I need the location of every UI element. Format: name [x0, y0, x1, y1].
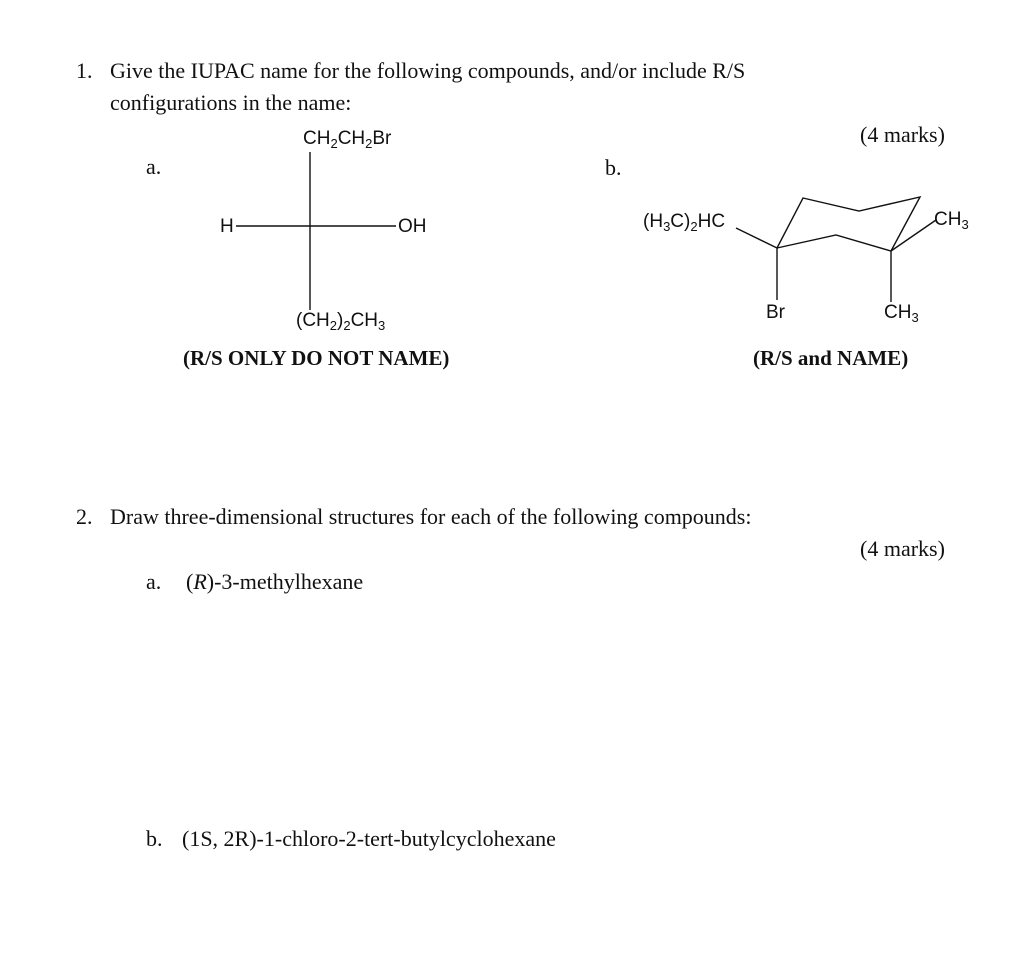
fischer-bottom-group: (CH2)2CH3 [296, 310, 386, 333]
q2b-label: b. [146, 826, 163, 851]
q1b-caption: (R/S and NAME) [753, 346, 909, 370]
fischer-right-group: OH [398, 216, 427, 237]
chair-bromo: Br [766, 302, 785, 323]
question-1-text-line2: configurations in the name: [110, 90, 352, 115]
q1a-label: a. [146, 154, 162, 179]
question-1-text-line1: Give the IUPAC name for the following co… [110, 58, 746, 83]
question-1-marks: (4 marks) [860, 122, 945, 147]
fischer-top-group: CH2CH2Br [303, 128, 392, 151]
question-2-number: 2. [76, 504, 93, 529]
question-2-text: Draw three-dimensional structures for ea… [110, 504, 752, 529]
chair-right-methyl: CH3 [934, 209, 969, 232]
chair-bottom-methyl: CH3 [884, 302, 919, 325]
question-1-number: 1. [76, 58, 93, 83]
chair-left-bond [735, 227, 778, 249]
chair-left-substituent: (H3C)2HC [643, 211, 726, 234]
q2b-compound: (1S, 2R)-1-chloro-2-tert-butylcyclohexan… [182, 826, 556, 851]
q2a-label: a. [146, 569, 162, 594]
chair-methyl-bond-right [890, 219, 937, 252]
q1b-label: b. [605, 155, 622, 180]
q1a-caption: (R/S ONLY DO NOT NAME) [183, 346, 450, 370]
cyclohexane-chair-ring [776, 195, 922, 252]
question-2-marks: (4 marks) [860, 536, 945, 561]
fischer-left-group: H [220, 216, 234, 237]
q2a-compound: (R)-3-methylhexane [186, 569, 364, 594]
